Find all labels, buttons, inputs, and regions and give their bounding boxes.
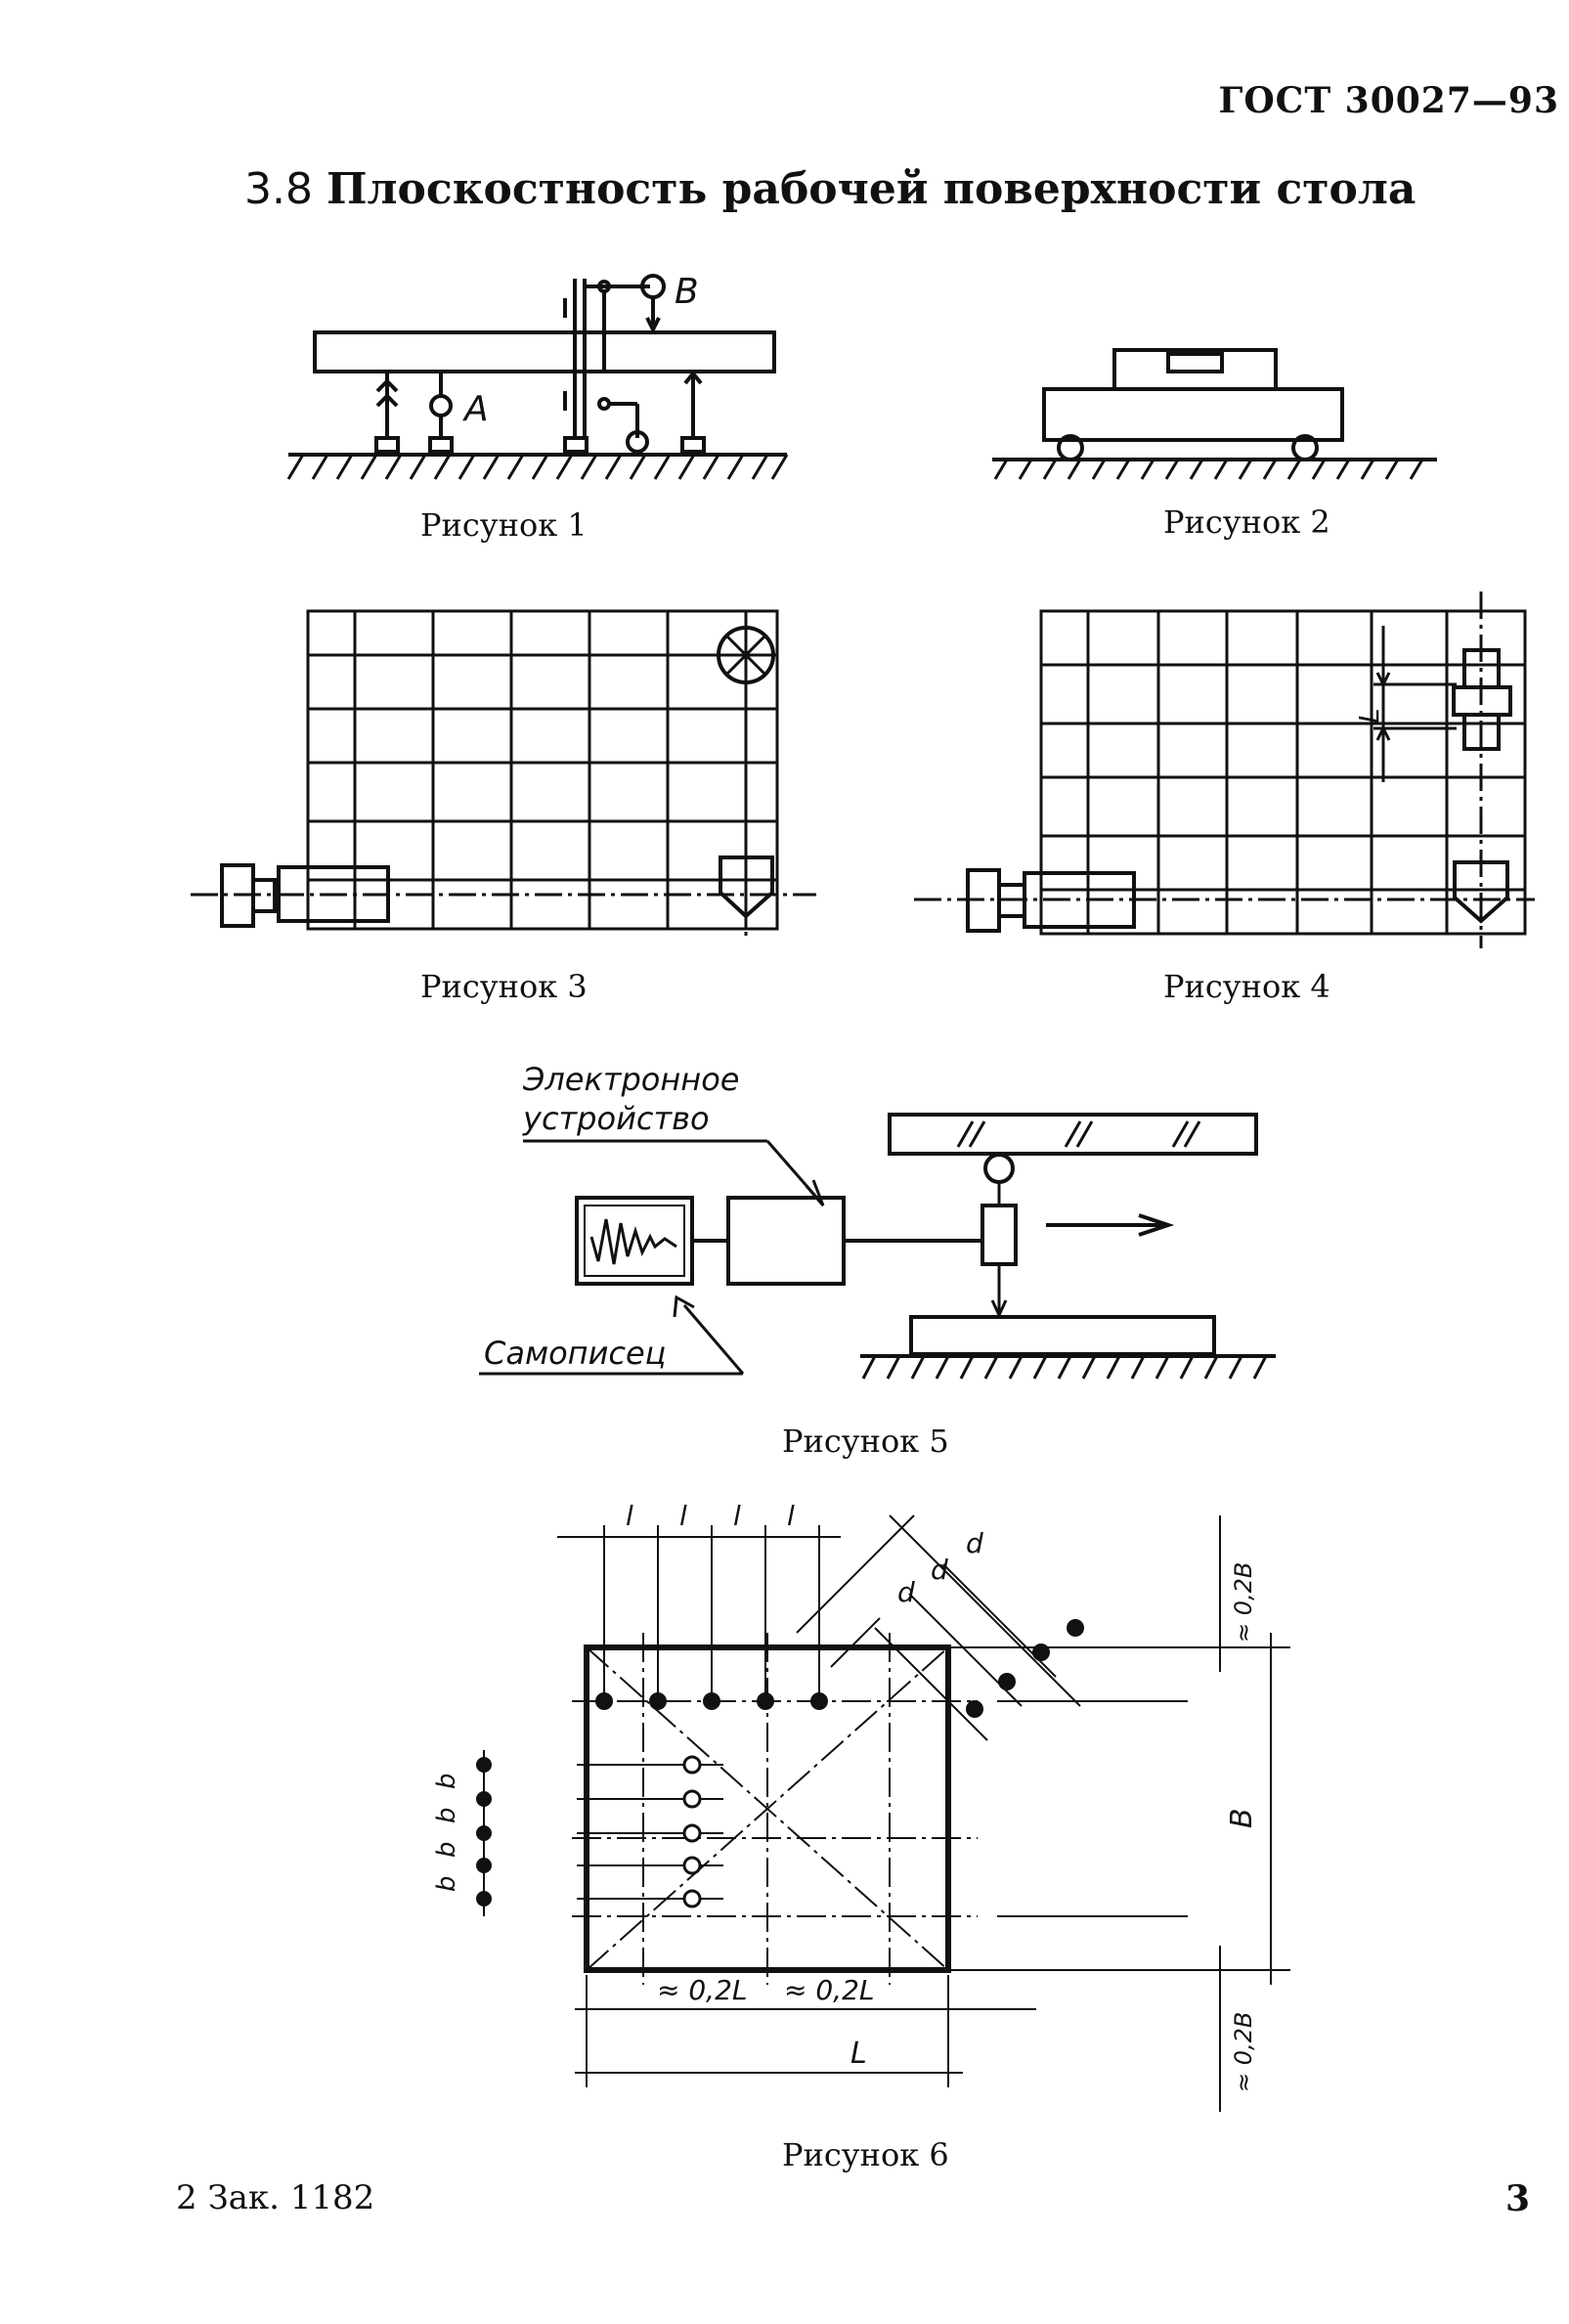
label-b-2: b xyxy=(432,1807,461,1823)
label-b-4: b xyxy=(432,1875,461,1892)
recorder-box xyxy=(575,1196,694,1286)
caption-figure-5: Рисунок 5 xyxy=(782,1423,949,1460)
caption-figure-1: Рисунок 1 xyxy=(420,506,588,544)
label-l-2: l xyxy=(679,1500,687,1532)
label-recorder: Самописец xyxy=(484,1335,666,1372)
section-number: 3.8 xyxy=(244,164,313,214)
label-l-1: l xyxy=(626,1500,633,1532)
label-b-1: b xyxy=(432,1773,461,1789)
caption-figure-4: Рисунок 4 xyxy=(1163,968,1330,1005)
label-d-1: d xyxy=(897,1576,915,1608)
figure-3-diagram xyxy=(191,609,816,939)
table-surface xyxy=(313,330,776,373)
label-l-3: l xyxy=(733,1500,741,1532)
label-02B-top: ≈ 0,2B xyxy=(1230,1562,1257,1643)
label-a: A xyxy=(462,389,489,429)
page-number: 3 xyxy=(1504,2178,1530,2219)
standard-code: ГОСТ 30027—93 xyxy=(1218,80,1559,121)
label-b-3: b xyxy=(432,1841,461,1858)
label-B: B xyxy=(1225,1808,1259,1828)
reference-plate xyxy=(909,1315,1216,1356)
figure-4-diagram: L xyxy=(914,592,1535,948)
figure-1-diagram: A B xyxy=(286,272,789,480)
caption-figure-3: Рисунок 3 xyxy=(420,968,588,1005)
figure-6-diagram: l l l l d d d b b b b B L ≈ 0,2L ≈ 0,2L … xyxy=(432,1500,1290,2112)
table-block xyxy=(1042,387,1344,442)
label-l-4: l xyxy=(787,1500,795,1532)
ground-hatching xyxy=(286,454,789,480)
sensor-block xyxy=(277,865,390,923)
label-device-line1: Электронное xyxy=(522,1061,739,1098)
label-02L-right: ≈ 0,2L xyxy=(784,1974,875,2006)
footer-order-number: 2 Зак. 1182 xyxy=(176,2178,375,2217)
label-b: B xyxy=(675,272,699,312)
caption-figure-6: Рисунок 6 xyxy=(782,2136,949,2173)
caption-figure-2: Рисунок 2 xyxy=(1163,504,1330,541)
label-l: L xyxy=(1353,708,1385,724)
label-d-2: d xyxy=(931,1554,948,1586)
figure-5-diagram: Электронное устройство Самописец xyxy=(479,1061,1276,1380)
section-heading: 3.8 Плоскостность рабочей поверхности сто… xyxy=(244,164,1416,214)
label-L: L xyxy=(850,2037,867,2071)
section-title: Плоскостность рабочей поверхности стола xyxy=(326,164,1416,214)
figure-2-diagram xyxy=(992,348,1437,480)
sensor xyxy=(981,1204,1018,1266)
probe-marker xyxy=(719,855,774,919)
moving-table xyxy=(888,1113,1258,1156)
label-02B-bottom: ≈ 0,2B xyxy=(1230,2012,1257,2092)
electronic-device-box xyxy=(726,1196,846,1286)
label-d-3: d xyxy=(966,1527,983,1559)
label-02L-left: ≈ 0,2L xyxy=(657,1974,748,2006)
label-device-line2: устройство xyxy=(522,1100,710,1137)
